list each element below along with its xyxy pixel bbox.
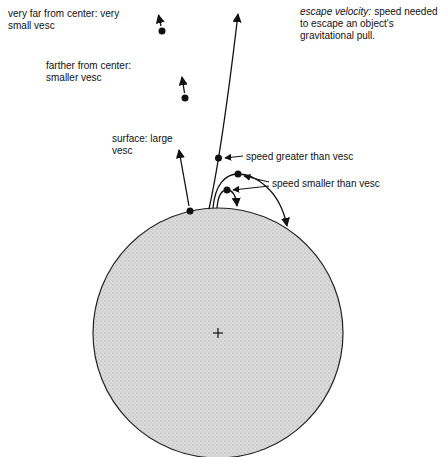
projectile-dot [235, 171, 242, 178]
annotation-label: surface: large vesc [112, 133, 174, 157]
projectile-dot [215, 155, 222, 162]
label-text: speed greater than vesc [246, 151, 353, 162]
label-text: surface: large vesc [112, 133, 173, 156]
annotation-label: speed smaller than vesc [272, 178, 422, 190]
annotation-label: speed greater than vesc [246, 151, 396, 163]
leader-arrow [233, 186, 269, 190]
label-text: speed smaller than vesc [272, 178, 380, 189]
launch-dot [187, 208, 194, 215]
object-dot [182, 95, 189, 102]
center-cross [213, 328, 223, 338]
velocity-arrow [159, 15, 162, 26]
planet [93, 208, 343, 457]
leader-arrow [244, 176, 269, 182]
velocity-arrow [179, 150, 189, 206]
projectile-dot [224, 187, 231, 194]
note-block: escape velocity:speed needed to escape a… [300, 6, 442, 42]
velocity-arrow [182, 77, 185, 93]
object-dot [159, 28, 166, 35]
annotation-label: farther from center: smaller vesc [46, 60, 154, 84]
annotation-label: very far from center: very small vesc [8, 8, 120, 32]
label-text: farther from center: smaller vesc [46, 60, 131, 83]
label-text: very far from center: very small vesc [8, 8, 119, 31]
label-text: escape velocity: [300, 6, 371, 17]
leader-arrow [225, 156, 243, 158]
